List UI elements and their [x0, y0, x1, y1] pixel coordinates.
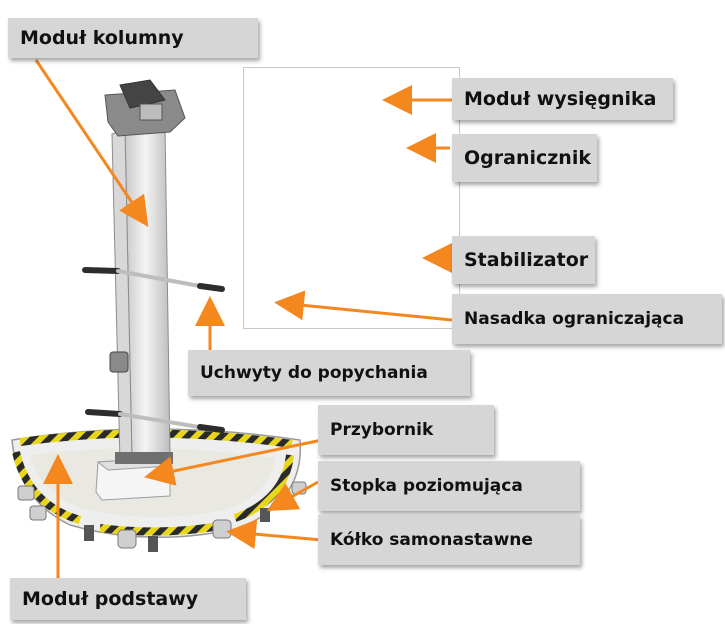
- label-uchwyty: Uchwyty do popychania: [188, 350, 470, 396]
- label-nasadka: Nasadka ograniczająca: [452, 294, 722, 344]
- label-modul-kolumny: Moduł kolumny: [8, 18, 258, 58]
- label-przybornik: Przybornik: [318, 405, 494, 455]
- label-modul-wysiegnika: Moduł wysięgnika: [452, 78, 673, 120]
- parts-inset-panel: [243, 67, 460, 329]
- label-stopka: Stopka poziomująca: [318, 461, 580, 511]
- label-modul-podstawy: Moduł podstawy: [10, 578, 246, 620]
- label-stabilizator: Stabilizator: [452, 236, 595, 284]
- label-ogranicznik: Ogranicznik: [452, 134, 597, 182]
- label-kolko: Kółko samonastawne: [318, 515, 580, 565]
- toolbox: [96, 458, 170, 500]
